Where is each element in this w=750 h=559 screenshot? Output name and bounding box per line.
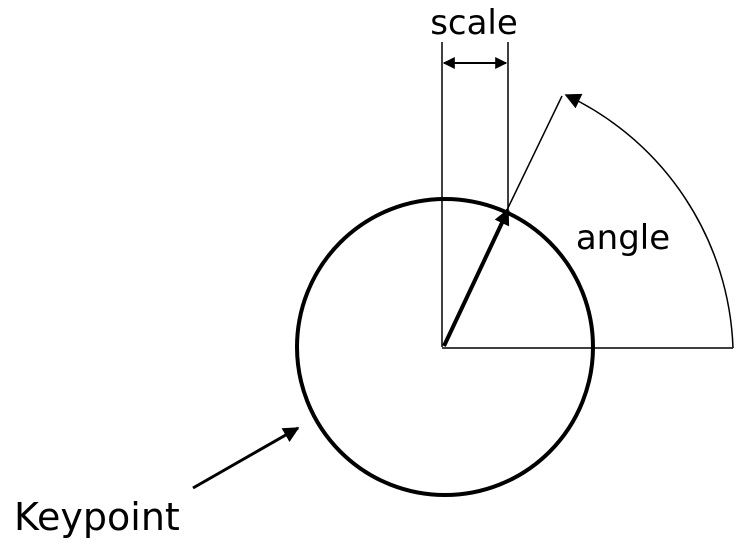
keypoint-label: Keypoint bbox=[14, 495, 180, 539]
keypoint-circle bbox=[295, 197, 595, 497]
orientation-arrow bbox=[442, 208, 510, 347]
angle-arc bbox=[564, 93, 734, 349]
angle-ray bbox=[505, 95, 563, 213]
scale-label: scale bbox=[430, 3, 518, 43]
angle-label: angle bbox=[576, 218, 670, 258]
keypoint-pointer-arrow bbox=[192, 426, 300, 490]
